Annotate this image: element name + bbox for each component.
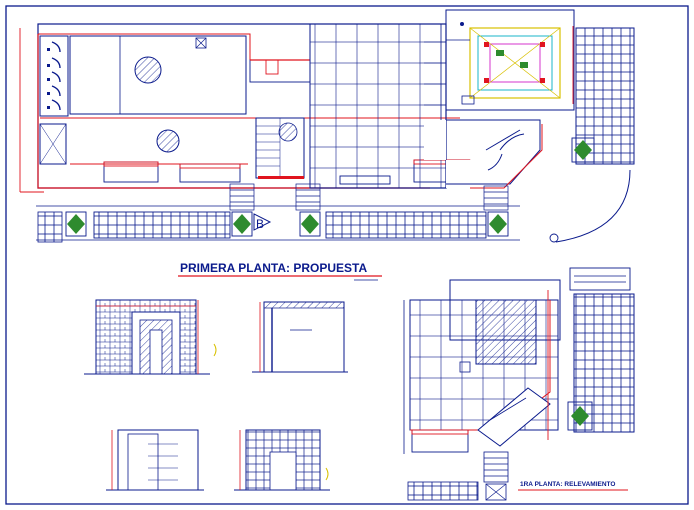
sidewalk-tiles-left bbox=[93, 211, 231, 239]
tiled-hall bbox=[309, 23, 447, 189]
curved-boundary bbox=[555, 169, 631, 243]
main-title: PRIMERA PLANTA: PROPUESTA bbox=[180, 261, 367, 275]
section-marker: B bbox=[253, 213, 272, 231]
plan-propuesta: B bbox=[19, 9, 635, 243]
sheet-border bbox=[5, 5, 689, 505]
door-swing-series bbox=[51, 41, 61, 111]
green-planters bbox=[65, 137, 595, 237]
round-table-upper bbox=[134, 56, 162, 84]
right-tile-field bbox=[575, 27, 635, 165]
elevation-lower-left bbox=[106, 429, 204, 491]
section-marker-label: B bbox=[256, 217, 264, 231]
plan-relevamiento bbox=[403, 267, 635, 501]
round-table-lower bbox=[156, 129, 180, 153]
entry-steps bbox=[229, 183, 509, 211]
sidewalk-tiles-right bbox=[325, 211, 487, 239]
elevation-lower-right bbox=[234, 429, 330, 491]
diagonal-wing bbox=[446, 119, 543, 189]
elevation-side bbox=[252, 301, 348, 373]
secondary-title: 1RA PLANTA: RELEVAMIENTO bbox=[520, 481, 615, 488]
upper-right-structure bbox=[445, 9, 575, 111]
elevation-front bbox=[84, 299, 217, 375]
staircase bbox=[255, 117, 305, 179]
outer-red-wall bbox=[37, 34, 430, 189]
